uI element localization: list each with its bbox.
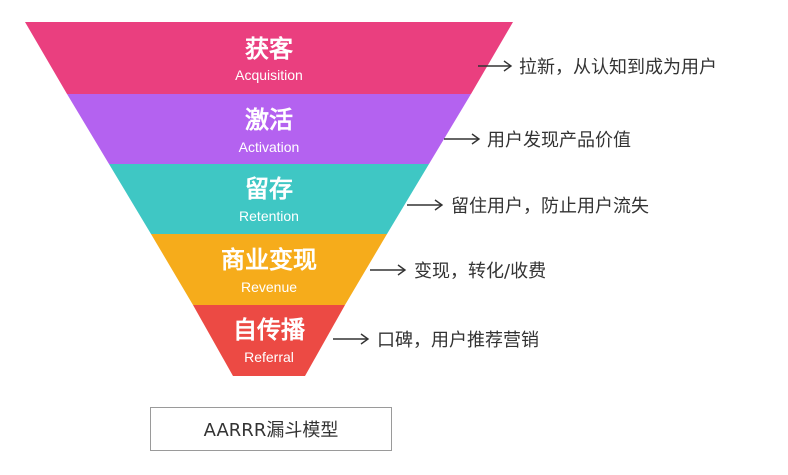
funnel-stage-revenue: 商业变现 Revenue 变现，转化/收费 xyxy=(151,234,546,305)
funnel-band-referral xyxy=(193,305,345,376)
funnel-band-activation xyxy=(67,94,471,164)
stage-title-acquisition: 获客 xyxy=(245,35,294,63)
stage-subtitle-revenue: Revenue xyxy=(241,279,297,295)
funnel-band-acquisition xyxy=(25,22,513,94)
funnel-band-revenue xyxy=(151,234,387,305)
stage-title-retention: 留存 xyxy=(245,175,293,203)
arrow-icon xyxy=(478,60,513,72)
stage-description-activation: 用户发现产品价值 xyxy=(487,130,631,151)
arrow-icon xyxy=(407,199,444,211)
stage-title-referral: 自传播 xyxy=(233,316,306,344)
stage-description-retention: 留住用户，防止用户流失 xyxy=(451,196,649,217)
arrow-icon xyxy=(333,333,370,345)
stage-description-acquisition: 拉新，从认知到成为用户 xyxy=(519,57,717,78)
model-caption: AARRR漏斗模型 xyxy=(150,407,392,451)
stage-title-activation: 激活 xyxy=(245,106,293,134)
funnel-stage-retention: 留存 Retention 留住用户，防止用户流失 xyxy=(109,164,649,234)
stage-subtitle-activation: Activation xyxy=(239,139,300,155)
stage-subtitle-referral: Referral xyxy=(244,349,294,365)
stage-description-referral: 口碑，用户推荐营销 xyxy=(377,330,539,351)
funnel-stage-acquisition: 获客 Acquisition 拉新，从认知到成为用户 xyxy=(25,22,717,94)
arrow-icon xyxy=(444,133,481,145)
funnel-band-retention xyxy=(109,164,429,234)
stage-description-revenue: 变现，转化/收费 xyxy=(414,261,546,282)
funnel-stage-activation: 激活 Activation 用户发现产品价值 xyxy=(67,94,631,164)
arrow-icon xyxy=(370,264,407,276)
funnel-stage-referral: 自传播 Referral 口碑，用户推荐营销 xyxy=(193,305,539,376)
stage-title-revenue: 商业变现 xyxy=(221,246,317,274)
stage-subtitle-acquisition: Acquisition xyxy=(235,67,303,83)
stage-subtitle-retention: Retention xyxy=(239,208,299,224)
